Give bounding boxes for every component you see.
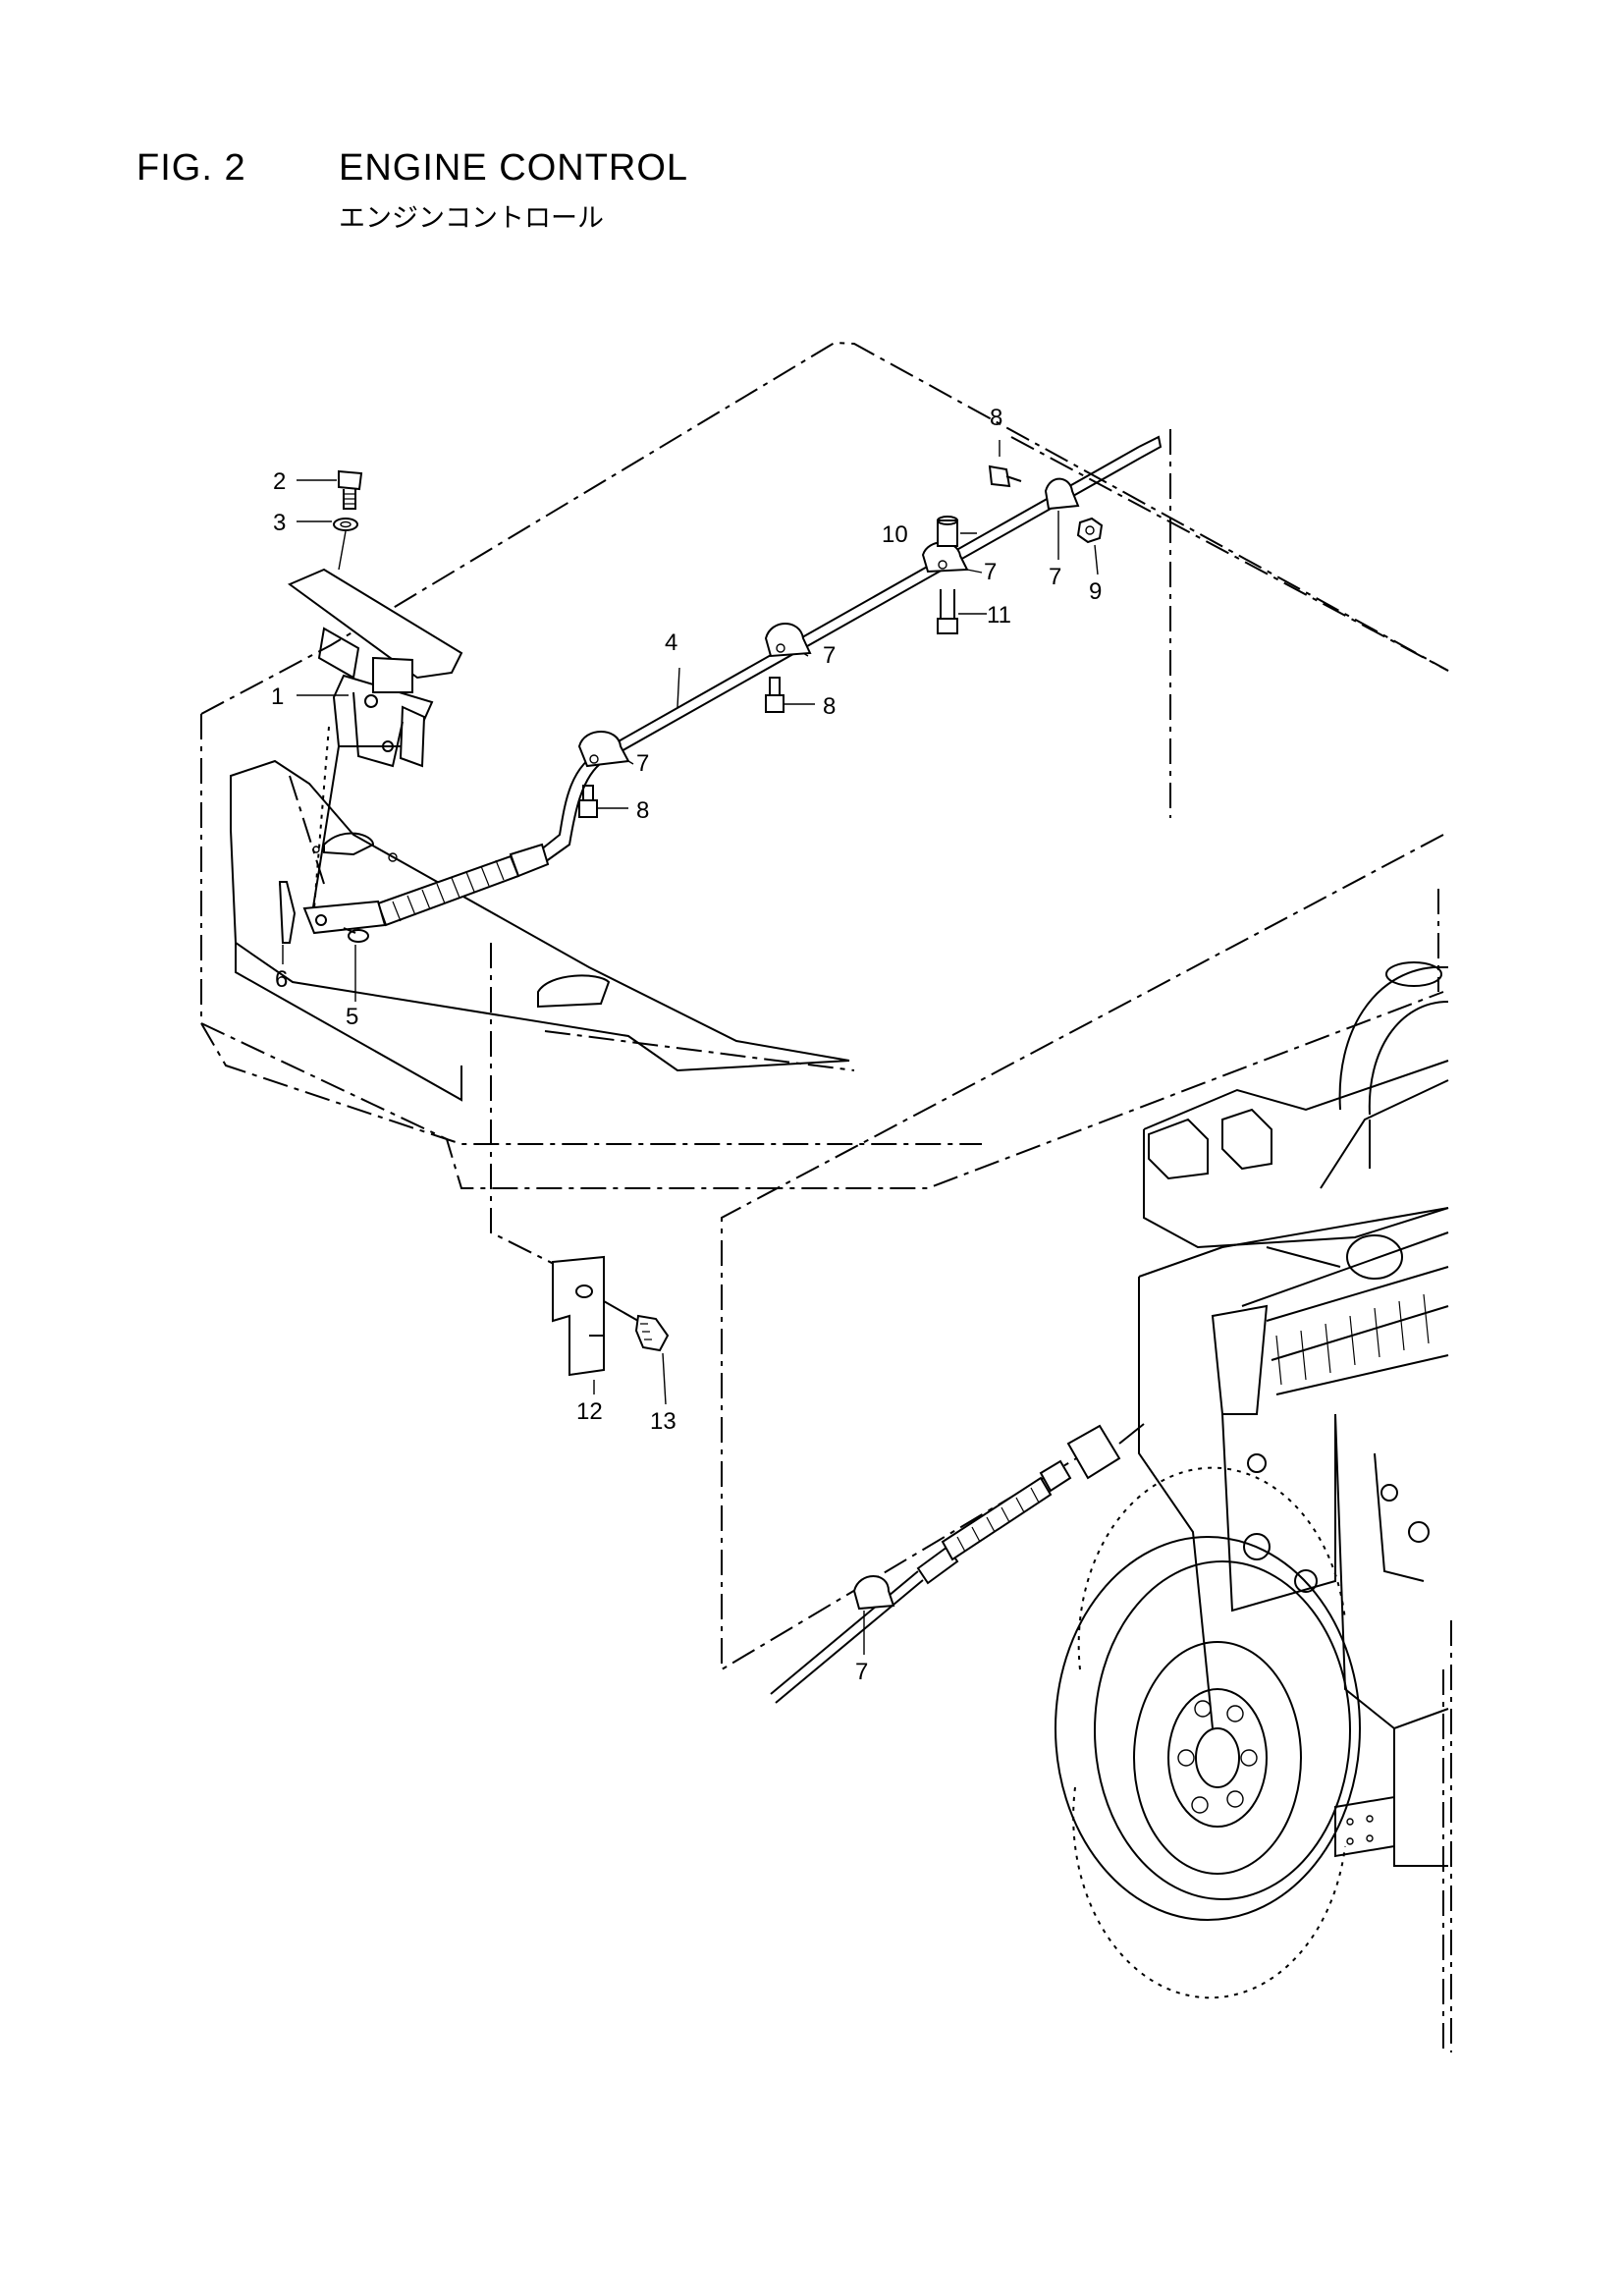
bracket-part-6 [278,881,297,944]
callout-5: 5 [346,1004,358,1030]
engine-throttle-cable [770,1423,1145,1704]
nut-part-9 [1076,517,1104,544]
phantom-frame-outline [200,341,1449,1671]
cable-clamp-d [1044,477,1080,511]
callout-labels: 2 3 1 4 5 6 7 7 7 7 7 8 8 8 9 10 11 12 1… [271,405,1102,1685]
bolt-part-8-c [988,465,1022,488]
accelerator-pedal-assembly [287,568,463,914]
bolt-part-11 [937,589,958,634]
spacer-part-10 [937,516,958,547]
callout-7-a: 7 [636,750,649,777]
callout-4: 4 [665,629,677,656]
bracket-part-12 [552,1255,605,1377]
bolt-part-8-a [578,785,598,818]
leader-lines [282,440,1099,1655]
callout-2: 2 [273,468,286,495]
callout-7-b: 7 [823,642,836,669]
callout-9: 9 [1089,578,1102,605]
figure-title: ENGINE CONTROL [339,147,689,189]
callout-10: 10 [882,521,908,548]
bolt-part-2 [338,469,363,510]
callout-8-a: 8 [636,797,649,824]
engine-block [1138,961,1452,2052]
throttle-cable [302,435,1163,935]
figure-number: FIG. 2 [136,147,246,189]
callout-11: 11 [987,602,1011,629]
bolt-part-5 [343,927,369,943]
callout-7-e: 7 [855,1659,868,1685]
callout-1: 1 [271,683,284,710]
callout-7-c: 7 [984,559,997,585]
cable-clamp-a [577,731,630,768]
callout-12: 12 [576,1398,603,1425]
callout-6: 6 [275,966,288,993]
callout-13: 13 [650,1408,676,1435]
callout-7-d: 7 [1049,564,1061,590]
callout-3: 3 [273,510,286,536]
callout-8-b: 8 [823,693,836,720]
cable-clamp-b [764,623,812,658]
figure-subtitle: エンジンコントロール [339,203,604,234]
washer-part-3 [333,518,358,531]
flywheel [1055,1466,1361,1999]
callout-8-c: 8 [990,405,1002,431]
knob-part-13 [603,1300,670,1352]
bolt-part-8-b [765,677,784,713]
